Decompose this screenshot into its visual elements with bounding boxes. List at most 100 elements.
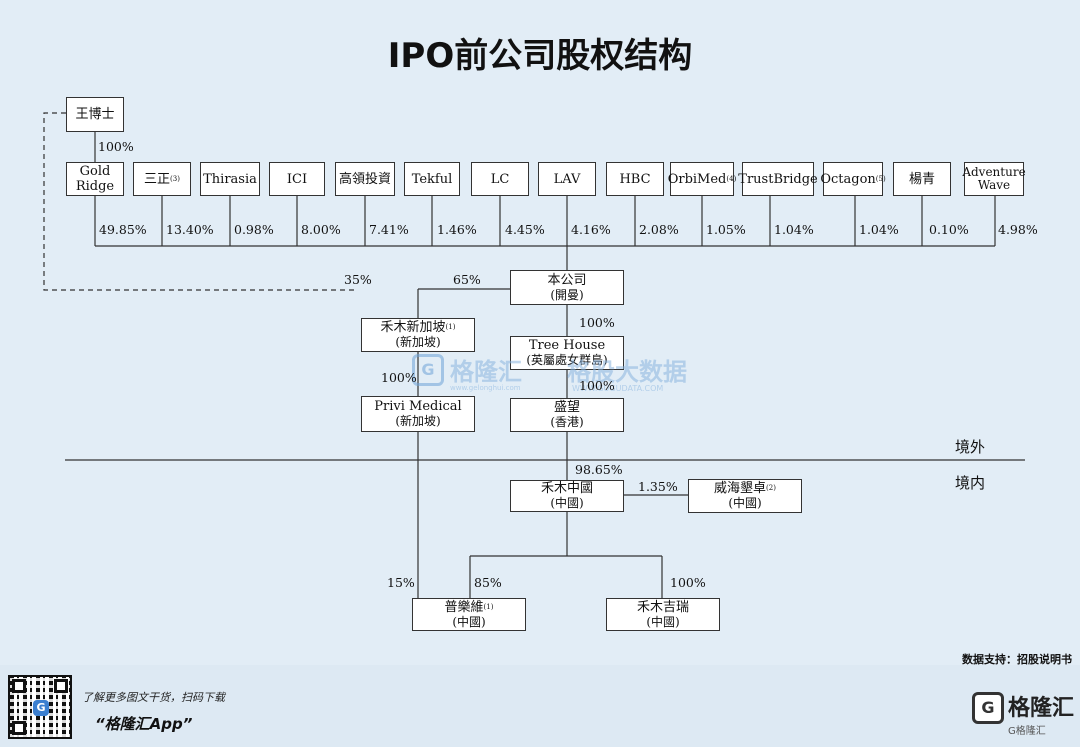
entity-jurisdiction: (新加坡) (395, 414, 441, 428)
shareholder-adventure-wave: Adventure Wave (962, 162, 1026, 196)
pct-shareholder: 0.10% (929, 222, 969, 237)
line-founder-dashed (43, 112, 358, 291)
footnote-marker: (1) (445, 323, 456, 331)
entity-name: 普樂維 (444, 599, 484, 615)
pct-treehouse-shengwang: 100% (579, 378, 615, 393)
pct-shareholder: 13.40% (166, 222, 214, 237)
entity-name: 威海墾卓 (714, 481, 767, 496)
pct-shareholder: 1.04% (774, 222, 814, 237)
shareholder-gaoling: 高領投資 (335, 162, 395, 196)
shareholder-yangqing: 楊青 (893, 162, 951, 196)
pct-shareholder: 49.85% (99, 222, 147, 237)
diagram-canvas (0, 0, 1080, 665)
logo-subtext: G格隆汇 (1008, 726, 1046, 737)
pct-shareholder: 8.00% (301, 222, 341, 237)
entity-jurisdiction: (香港) (550, 415, 584, 429)
gelonghui-logo-icon: G (412, 354, 444, 386)
shareholder-label: LAV (553, 171, 581, 187)
shareholder-label: Wave (977, 178, 1011, 192)
entity-name: 禾木新加坡 (380, 320, 446, 335)
entity-name: 本公司 (547, 272, 587, 288)
founder-name: 王博士 (75, 107, 115, 122)
footnote-marker: (3) (170, 174, 180, 183)
pct-shareholder: 7.41% (369, 222, 409, 237)
pct-sg-privi: 100% (381, 370, 417, 385)
entity-name: Tree House (528, 338, 606, 353)
entity-jurisdiction: (中國) (646, 614, 680, 629)
pct-shareholder: 1.05% (706, 222, 746, 237)
gelonghui-logo: G 格隆汇 G格隆汇 (972, 690, 1076, 740)
footnote-marker: (5) (875, 174, 886, 183)
shareholder-label: 三正 (144, 171, 171, 187)
entity-jurisdiction: (英屬處女群島) (526, 353, 608, 367)
shareholder-trustbridge: TrustBridge (738, 162, 818, 196)
footer-bar (0, 667, 1080, 747)
watermark-brand-url: www.gelonghui.com (450, 384, 521, 392)
pct-founder-sg: 35% (344, 272, 372, 287)
shareholder-sanzheng: 三正(3) (133, 162, 191, 196)
logo-text: 格隆汇 (1008, 696, 1075, 721)
shareholder-gold-ridge: Gold Ridge (66, 162, 124, 196)
shareholder-label: TrustBridge (738, 171, 818, 187)
entity-jurisdiction: (中國) (452, 614, 486, 629)
pct-hemucn-hemujr: 100% (670, 575, 706, 590)
shareholder-label: Ridge (75, 179, 115, 194)
pct-company-treehouse: 100% (579, 315, 615, 330)
entity-jurisdiction: (新加坡) (395, 335, 441, 349)
shareholder-label: LC (490, 171, 510, 187)
founder-box: 王博士 (66, 97, 124, 132)
shareholder-label: Octagon (820, 171, 876, 187)
page-title: IPO前公司股权结构 (387, 36, 693, 76)
entity-name: 禾木中國 (540, 481, 593, 496)
qr-code-icon[interactable]: G (8, 675, 72, 739)
entity-name: Privi Medical (374, 399, 462, 414)
region-onshore-label: 境内 (955, 474, 986, 492)
pct-shareholder: 2.08% (639, 222, 679, 237)
shengwang-box: 盛望 (香港) (510, 398, 624, 432)
connector-lines (43, 112, 1025, 598)
gelonghui-g-icon: G (972, 692, 1004, 724)
entity-jurisdiction: (中國) (550, 496, 584, 510)
shareholder-octagon: Octagon(5) (820, 162, 886, 196)
shareholder-label: Thirasia (203, 171, 257, 187)
pct-shareholder: 4.16% (571, 222, 611, 237)
watermark-data-url: WWW.GUGUDATA.COM (572, 384, 664, 393)
footnote-marker: (4) (726, 174, 737, 183)
tree-house-box: Tree House (英屬處女群島) (510, 336, 624, 370)
shareholder-label: Gold (79, 164, 111, 179)
entity-jurisdiction: (中國) (728, 496, 762, 510)
pct-hemucn-puleiwei: 85% (474, 575, 502, 590)
shareholder-label: HBC (619, 171, 651, 187)
pct-founder-goldridge: 100% (98, 139, 134, 154)
footer-app-name: “格隆汇App” (95, 715, 193, 733)
pct-shengwang-hemucn: 98.65% (575, 462, 623, 477)
shareholder-hbc: HBC (606, 162, 664, 196)
pct-shareholder: 1.46% (437, 222, 477, 237)
puleiwei-box: 普樂維(1) (中國) (412, 598, 526, 631)
shareholder-lc: LC (471, 162, 529, 196)
shareholder-label: 高領投資 (338, 171, 391, 187)
entity-jurisdiction: (開曼) (550, 287, 584, 302)
hemu-china-box: 禾木中國 (中國) (510, 480, 624, 512)
footnote-marker: (2) (766, 484, 776, 492)
shareholder-label: Adventure (962, 165, 1026, 179)
watermark-data: 格股大数据 (567, 358, 687, 386)
entity-name: 盛望 (553, 400, 580, 415)
region-offshore-label: 境外 (955, 438, 986, 456)
shareholder-label: ICI (286, 171, 308, 187)
watermark: G 格隆汇 www.gelonghui.com 格股大数据 WWW.GUGUDA… (412, 352, 702, 402)
hemu-singapore-box: 禾木新加坡(1) (新加坡) (361, 318, 475, 352)
pct-weihai-hemucn: 1.35% (638, 479, 678, 494)
pct-company-sg: 65% (453, 272, 481, 287)
pct-shareholder: 4.98% (998, 222, 1038, 237)
shareholder-label: 楊青 (908, 171, 935, 187)
shareholder-tekful: Tekful (404, 162, 460, 196)
pct-shareholder: 1.04% (859, 222, 899, 237)
shareholder-lav: LAV (538, 162, 596, 196)
pct-shareholder: 0.98% (234, 222, 274, 237)
shareholder-thirasia: Thirasia (200, 162, 260, 196)
watermark-brand: 格隆汇 (450, 358, 522, 386)
source-note: 数据支持：招股说明书 (962, 653, 1072, 666)
privi-medical-box: Privi Medical (新加坡) (361, 396, 475, 432)
shareholder-label: Tekful (411, 171, 453, 187)
